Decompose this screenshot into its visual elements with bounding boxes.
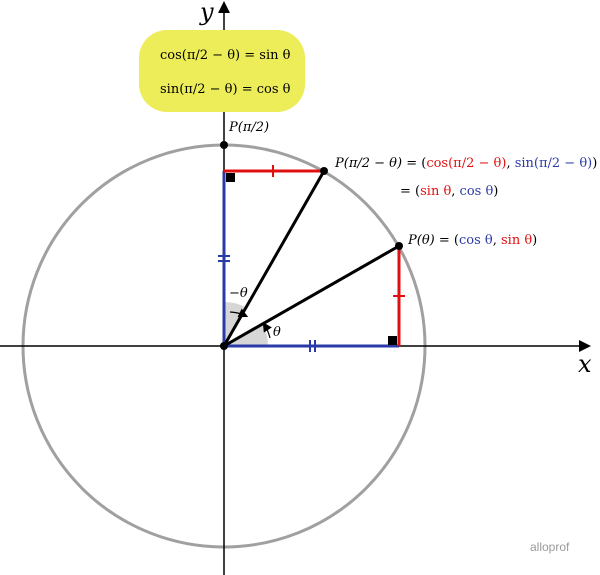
radius-to-p-complement	[222, 170, 326, 347]
svg-text:= (sin θ, cos θ): = (sin θ, cos θ)	[400, 184, 498, 199]
blue-double-tick-x	[309, 340, 316, 352]
svg-text:P(θ) = (cos θ, sin θ): P(θ) = (cos θ, sin θ)	[407, 233, 537, 248]
blue-double-tick-y	[218, 255, 230, 262]
identity-cos: cos(π/2 − θ) = sin θ	[160, 48, 291, 63]
identities-box	[139, 30, 305, 112]
point-p-pi-over-2	[220, 141, 228, 149]
radius-to-p-theta	[223, 244, 400, 348]
theta-label: θ	[273, 325, 281, 340]
neg-theta-arc-arrow	[229, 308, 249, 318]
y-axis-label: y	[199, 0, 214, 26]
point-p-complement	[320, 167, 328, 175]
origin-point	[220, 342, 228, 350]
label-p-theta: P(θ) = (cos θ, sin θ)	[407, 233, 537, 248]
neg-theta-label: −θ	[229, 286, 248, 301]
label-p-pi-over-2: P(π/2)	[228, 120, 269, 135]
alloprof-logo: alloprof	[530, 540, 570, 554]
identity-sin: sin(π/2 − θ) = cos θ	[160, 82, 291, 97]
x-axis-label: x	[578, 350, 592, 378]
right-angle-marker-top	[226, 173, 235, 182]
right-angle-marker-bottom	[388, 336, 397, 345]
label-p-complement: P(π/2 − θ) = (cos(π/2 − θ), sin(π/2 − θ)…	[334, 156, 597, 199]
svg-text:P(π/2 − θ) = (cos(π/2 −: P(π/2 − θ) = (cos(π/2 − θ), sin(π/2 − θ)…	[334, 156, 597, 171]
svg-text:cos(π/2 − θ) = sin θ: cos(π/2 − θ) = sin θ	[160, 48, 291, 63]
svg-text:sin(π/2 − θ) = cos θ: sin(π/2 − θ) = cos θ	[160, 82, 291, 97]
point-p-theta	[395, 242, 403, 250]
